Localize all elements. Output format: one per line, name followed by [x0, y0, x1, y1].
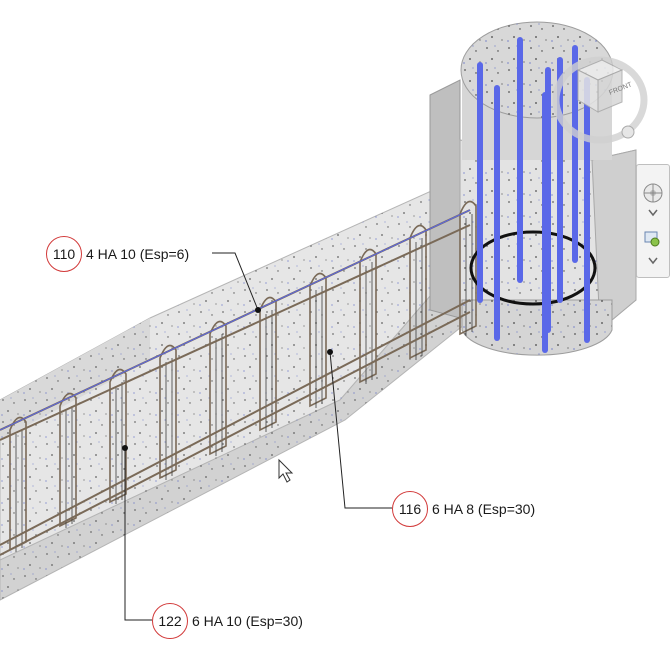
viewcube-home-icon[interactable]	[621, 125, 635, 139]
leader-anchor-dots	[122, 307, 333, 451]
tag-description: 4 HA 10 (Esp=6)	[86, 246, 190, 262]
mouse-cursor-icon	[278, 458, 294, 483]
stirrup[interactable]	[309, 272, 327, 408]
longitudinal-bars[interactable]	[0, 209, 471, 556]
column-vertical-bars[interactable]	[477, 37, 590, 353]
concrete-footing[interactable]	[429, 79, 637, 332]
footing-left-face	[429, 79, 461, 319]
zoom-region-icon[interactable]	[641, 227, 665, 251]
stirrup-leg	[265, 310, 273, 432]
stirrup[interactable]	[359, 248, 377, 384]
viewcube[interactable]: FRONT	[540, 40, 650, 155]
chevron-down-icon[interactable]	[641, 207, 665, 219]
rebar-tag-122[interactable]: 122 6 HA 10 (Esp=30)	[152, 603, 303, 639]
tag-leaders	[124, 252, 392, 621]
navigation-bar	[636, 164, 670, 278]
viewcube-compass-ring[interactable]	[552, 56, 648, 144]
rebar-tag-110[interactable]: 110 4 HA 10 (Esp=6)	[46, 236, 189, 272]
stirrup[interactable]	[209, 320, 227, 456]
stirrup[interactable]	[409, 224, 427, 360]
stirrup-leg	[215, 334, 223, 456]
column-ring-tie[interactable]	[469, 230, 597, 306]
tag-description: 6 HA 10 (Esp=30)	[192, 613, 303, 629]
stirrup-leg	[315, 286, 323, 408]
tag-description: 6 HA 8 (Esp=30)	[432, 501, 536, 517]
tag-number-bubble: 116	[392, 491, 428, 527]
stirrup-leg	[365, 262, 373, 384]
tag-number-bubble: 122	[152, 603, 188, 639]
rebar-tag-116[interactable]: 116 6 HA 8 (Esp=30)	[392, 491, 535, 527]
tag-number-bubble: 110	[46, 236, 82, 272]
stirrup-leg	[65, 406, 73, 528]
footing-side-face	[591, 149, 637, 332]
viewcube-right-face[interactable]	[597, 69, 623, 113]
steering-wheel-icon[interactable]	[641, 181, 665, 205]
stirrup[interactable]	[459, 200, 477, 336]
stirrup-leg	[15, 430, 23, 552]
chevron-down-icon[interactable]	[641, 255, 665, 267]
